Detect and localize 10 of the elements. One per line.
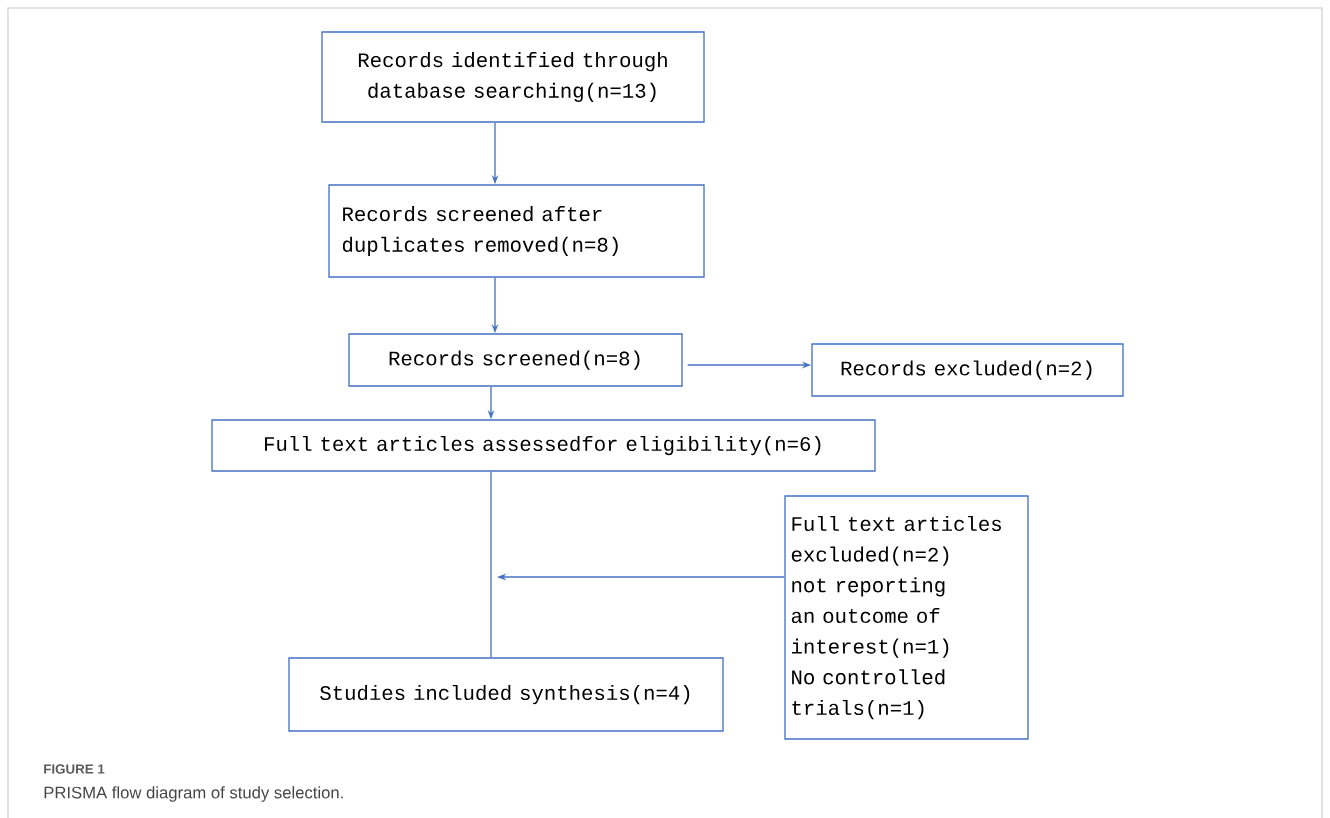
process-box: Records screened(n=8)	[348, 333, 683, 387]
connector-line	[490, 471, 492, 658]
process-box: Full text articles assessedfor eligibility(n=6)	[211, 419, 876, 472]
process-box: Records excluded(n=2)	[811, 343, 1124, 397]
process-box: Records identified through database searching(n=13)	[321, 31, 705, 123]
process-box: Records screened after duplicates removed(n=8)	[328, 184, 705, 278]
process-box: Full text articles excluded(n=2) not reporting an outcome of interest(n=1) No controlled trials(n=1)	[784, 495, 1029, 740]
figure-number: FIGURE 1	[44, 764, 105, 774]
process-box: Studies included synthesis(n=4)	[288, 657, 724, 732]
caption: PRISMA flow diagram of study selection.	[44, 786, 343, 802]
